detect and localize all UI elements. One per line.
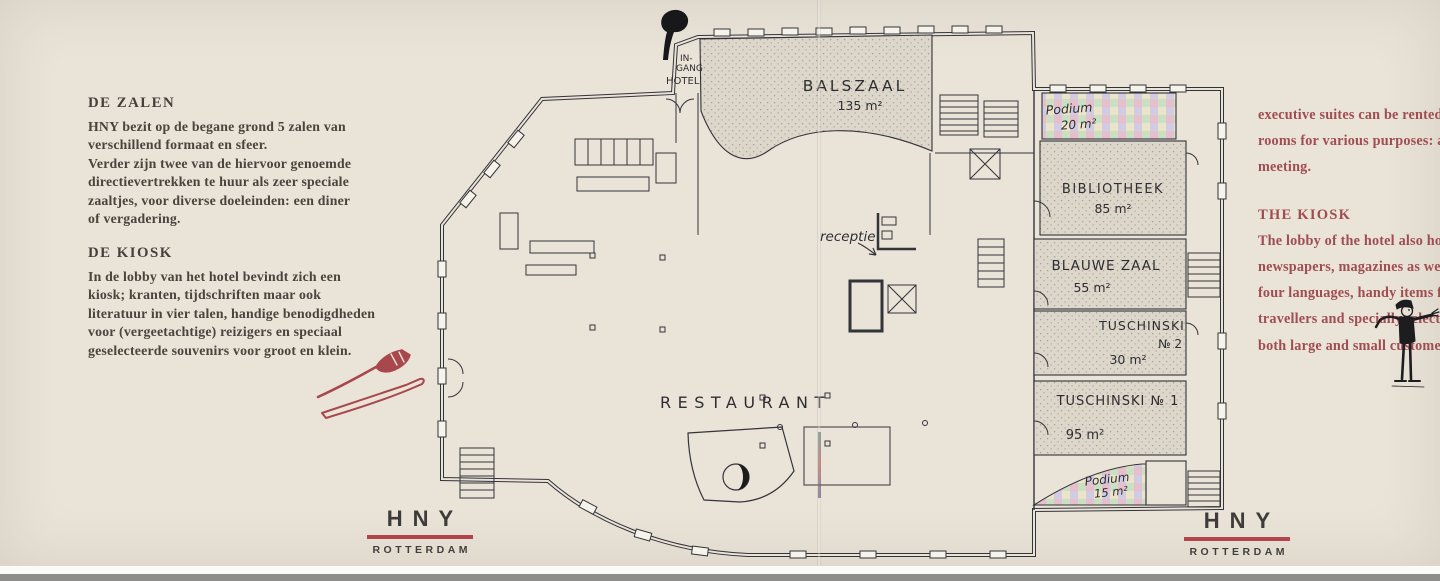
- figure-cap: [1395, 299, 1414, 310]
- section-heading-de-zalen: DE ZALEN: [88, 95, 176, 111]
- room-label-tuschinski-1: TUSCHINSKI № 1: [1056, 394, 1180, 409]
- body-line: kiosk; kranten, tijdschriften maar ook: [88, 287, 322, 303]
- figure-legs: [1400, 341, 1413, 381]
- entrance-label-line3: HOTEL: [666, 76, 700, 87]
- body-line: zaaltjes, voor diverse doeleinden: een d…: [88, 192, 351, 208]
- brand-rule: [367, 535, 473, 539]
- figure-torso: [1398, 316, 1416, 345]
- room-balszaal: [699, 34, 933, 160]
- body-line: newspapers, magazines as we: [1258, 259, 1440, 276]
- room-label-tuschinski-2: TUSCHINSKI: [1098, 318, 1185, 333]
- podium-top-label-group: Podium 20 m²: [1045, 99, 1097, 132]
- hny-logo-left: HNY ROTTERDAM: [345, 506, 495, 556]
- room-label-podium-top: Podium: [1045, 99, 1093, 117]
- scan-edge-gray: [0, 574, 1440, 581]
- room-label-balszaal: BALSZAAL: [803, 77, 908, 95]
- body-line: meeting.: [1258, 159, 1312, 176]
- section-heading-de-kiosk: DE KIOSK: [88, 245, 173, 261]
- room-area-blauwe-zaal: 55 m²: [1073, 280, 1110, 295]
- left-text-section-kiosk: DE KIOSK In de lobby van het hotel bevin…: [88, 245, 433, 360]
- room-area-bibliotheek: 85 m²: [1094, 201, 1131, 216]
- floor-plan: IN- GANG HOTEL BALSZAAL 135 m² Podium 20…: [437, 9, 1227, 559]
- brand-rule: [1184, 537, 1290, 541]
- right-wing-rooms: [1032, 92, 1187, 506]
- figure-arm: [1409, 313, 1434, 322]
- label-receptie: receptie: [820, 229, 876, 245]
- center-core: [675, 93, 1005, 333]
- door-arcs: [447, 98, 1199, 436]
- fork-tine-slits: [390, 351, 405, 366]
- room-area-tuschinski-1: 95 m²: [1066, 428, 1105, 443]
- window-ticks-top: [713, 25, 1187, 93]
- room-tuschinski-1: [1033, 380, 1187, 456]
- fold-crease: [817, 0, 821, 566]
- body-line: Verder zijn twee van de hiervoor genoemd…: [88, 155, 352, 171]
- body-line: four languages, handy items fo: [1258, 285, 1440, 302]
- body-line: voor (vergeetachtige) reizigers en speci…: [88, 324, 343, 340]
- room-label-blauwe-zaal: BLAUWE ZAAL: [1052, 258, 1161, 274]
- room-podium-top: [1041, 92, 1177, 140]
- body-line: In de lobby van het hotel bevindt zich e…: [88, 269, 341, 284]
- fold-crease-streak: [818, 432, 821, 498]
- body-line: of vergadering.: [88, 211, 181, 227]
- podium-bottom-label-group: Podium 15 m²: [1084, 470, 1130, 501]
- body-line: HNY bezit op de begane grond 5 zalen van: [88, 119, 346, 134]
- body-line: rooms for various purposes: a: [1258, 133, 1440, 150]
- fork-knife-sketch: [316, 349, 425, 419]
- body-line: The lobby of the hotel also ho: [1258, 232, 1440, 249]
- fork-handle: [316, 365, 378, 399]
- room-area-balszaal: 135 m²: [837, 98, 882, 113]
- body-line: executive suites can be rented: [1258, 107, 1440, 123]
- room-label-podium-bottom: Podium: [1084, 470, 1130, 489]
- room-blauwe-zaal: [1033, 238, 1187, 310]
- figure-hand-items: [1431, 308, 1440, 317]
- brand-city: ROTTERDAM: [1189, 545, 1289, 558]
- room-area-tuschinski-2: 30 m²: [1109, 352, 1146, 367]
- figure-ground-line: [1391, 385, 1425, 388]
- stage-area: [687, 426, 891, 503]
- scan-edge-white: [0, 566, 1440, 574]
- body-line: verschillend formaat en sfeer.: [88, 137, 268, 153]
- body-line: literatuur in vier talen, handige benodi…: [88, 305, 376, 321]
- room-podium-bottom: [1032, 463, 1147, 506]
- left-wing-interior: [459, 138, 677, 499]
- right-text-column: executive suites can be rented rooms for…: [1258, 102, 1440, 359]
- brand-city: ROTTERDAM: [372, 543, 472, 556]
- entrance-label-line1: IN-: [680, 54, 693, 64]
- brand-wordmark: HNY: [386, 506, 464, 531]
- room-area-podium-bottom: 15 m²: [1093, 483, 1129, 501]
- left-text-section-zalen: DE ZALEN HNY bezit op de begane grond 5 …: [88, 95, 433, 228]
- figure-sketch: [1374, 299, 1440, 388]
- figure-scarf: [1374, 315, 1401, 329]
- label-restaurant: RESTAURANT: [660, 393, 831, 412]
- entrance-arrow-icon: [661, 9, 689, 60]
- room-bibliotheek: [1039, 140, 1187, 236]
- stairs-right-edge: [1187, 252, 1221, 508]
- knife-blade: [321, 384, 409, 419]
- body-line: travellers and specially selecte: [1258, 311, 1440, 328]
- room-area-podium-top: 20 m²: [1060, 116, 1097, 132]
- fork-head: [375, 349, 411, 373]
- room-tuschinski-2: [1033, 310, 1187, 376]
- room-number-tuschinski-2: № 2: [1158, 337, 1182, 351]
- room-label-bibliotheek: BIBLIOTHEEK: [1062, 182, 1164, 197]
- body-line: both large and small custome: [1258, 337, 1440, 354]
- stairs-core-top: [935, 94, 1034, 180]
- section-heading-the-kiosk: THE KIOSK: [1258, 206, 1352, 223]
- window-ticks-sides: [437, 122, 1227, 559]
- hny-logo-right: HNY ROTTERDAM: [1162, 508, 1312, 558]
- body-line: geselecteerde souvenirs voor groot en kl…: [88, 342, 352, 358]
- knife-handle: [405, 377, 425, 391]
- entrance-label-line2: GANG: [676, 64, 703, 74]
- body-line: directievertrekken te huur als zeer spec…: [88, 174, 350, 190]
- reception-desk: [857, 213, 916, 256]
- brand-wordmark: HNY: [1203, 508, 1281, 533]
